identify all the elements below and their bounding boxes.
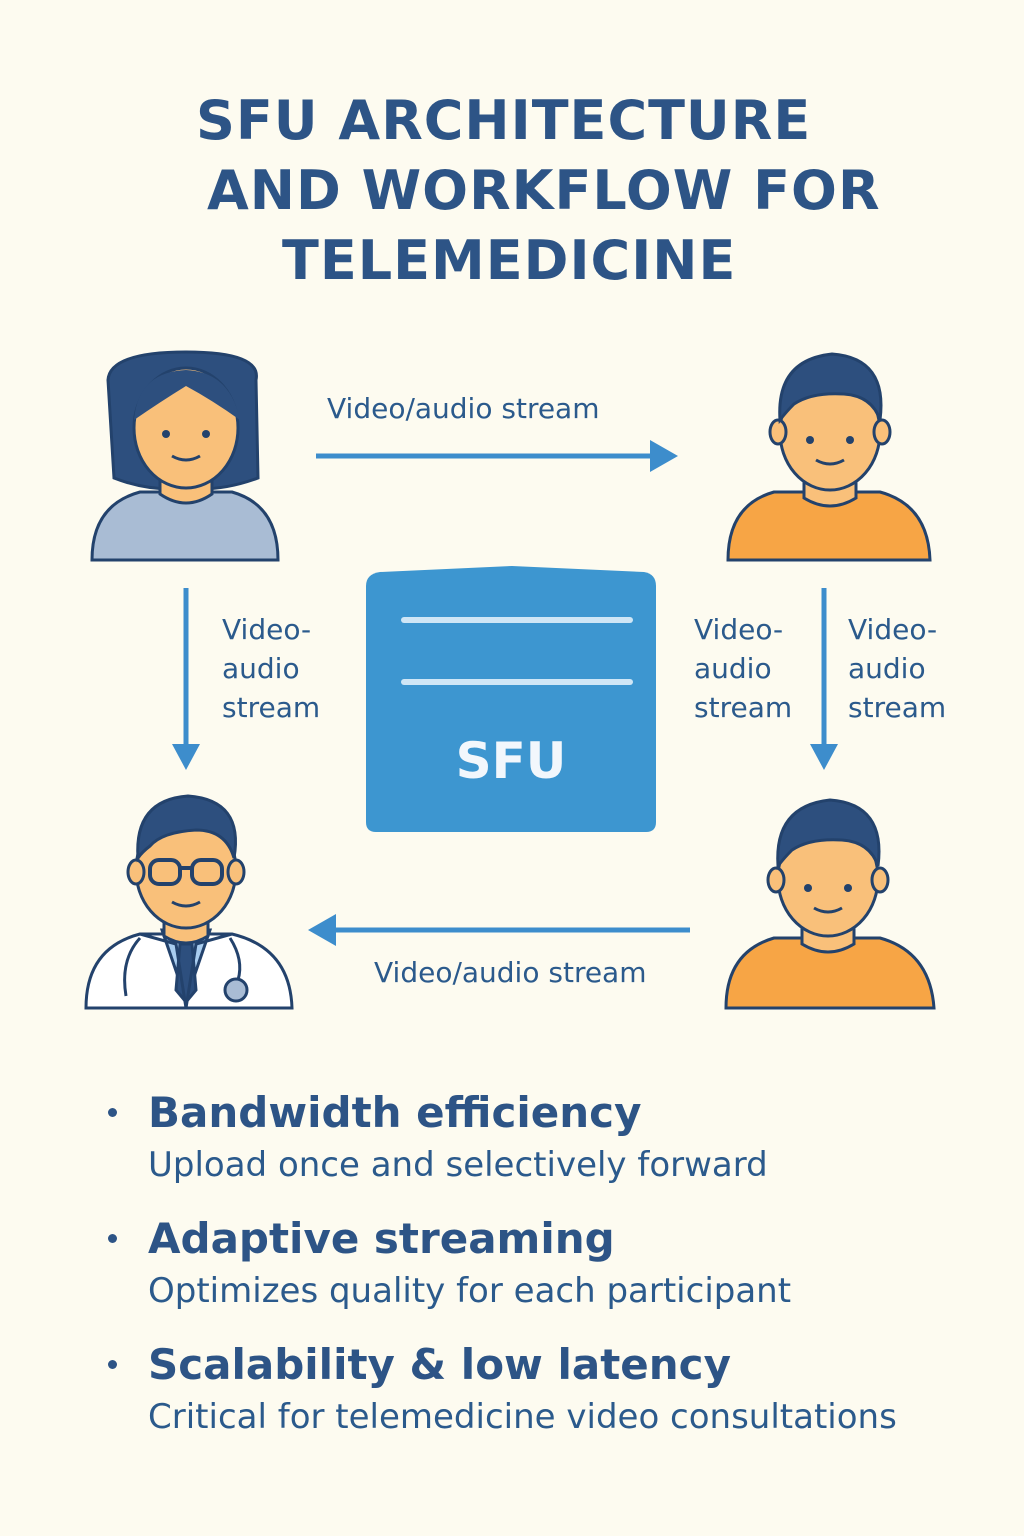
title-line-1: SFU ARCHITECTURE — [196, 89, 812, 152]
doctor-avatar-icon — [84, 794, 294, 1010]
bullet-icon — [108, 1234, 117, 1243]
feature-item: Adaptive streaming Optimizes quality for… — [108, 1212, 1008, 1316]
man-avatar-icon-bottom — [724, 798, 936, 1010]
stream-label-mid-1: Video- — [694, 613, 784, 646]
feature-title: Adaptive streaming — [148, 1214, 615, 1263]
feature-desc: Upload once and selectively forward — [148, 1145, 768, 1185]
stream-label-far-3: stream — [848, 691, 947, 724]
sfu-label: SFU — [455, 732, 567, 790]
stream-label-far-1: Video- — [848, 613, 938, 646]
woman-avatar-icon — [90, 350, 280, 562]
arrow-top — [316, 440, 678, 472]
arrow-right-down — [810, 588, 838, 770]
arrow-bottom — [308, 914, 690, 946]
arrow-left-down — [172, 588, 200, 770]
stream-label-bottom: Video/audio stream — [374, 956, 647, 989]
stream-label-left-2: audio — [222, 652, 300, 685]
feature-title: Scalability & low latency — [148, 1340, 731, 1389]
stream-label-left-3: stream — [222, 691, 321, 724]
sfu-server-box — [366, 566, 656, 832]
stream-label-middle-right: Video- audio stream — [694, 610, 792, 727]
stream-label-left-1: Video- — [222, 613, 312, 646]
feature-title: Bandwidth efficiency — [148, 1088, 642, 1137]
feature-desc: Critical for telemedicine video consulta… — [148, 1397, 897, 1437]
man-avatar-icon-top — [726, 352, 932, 562]
page-title: SFU ARCHITECTURE AND WORKFLOW FOR TELEME… — [0, 86, 1024, 296]
stream-label-mid-2: audio — [694, 652, 772, 685]
stream-label-far-2: audio — [848, 652, 926, 685]
bullet-icon — [108, 1108, 117, 1117]
stream-label-left: Video- audio stream — [222, 610, 320, 727]
feature-list: Bandwidth efficiency Upload once and sel… — [108, 1086, 1008, 1464]
title-line-3: TELEMEDICINE — [282, 229, 737, 292]
feature-item: Bandwidth efficiency Upload once and sel… — [108, 1086, 1008, 1190]
stream-label-far-right: Video- audio stream — [848, 610, 946, 727]
feature-desc: Optimizes quality for each participant — [148, 1271, 792, 1311]
title-line-2: AND WORKFLOW FOR — [207, 159, 881, 222]
stream-label-mid-3: stream — [694, 691, 793, 724]
feature-item: Scalability & low latency Critical for t… — [108, 1338, 1008, 1442]
bullet-icon — [108, 1360, 117, 1369]
stream-label-top: Video/audio stream — [327, 392, 600, 425]
